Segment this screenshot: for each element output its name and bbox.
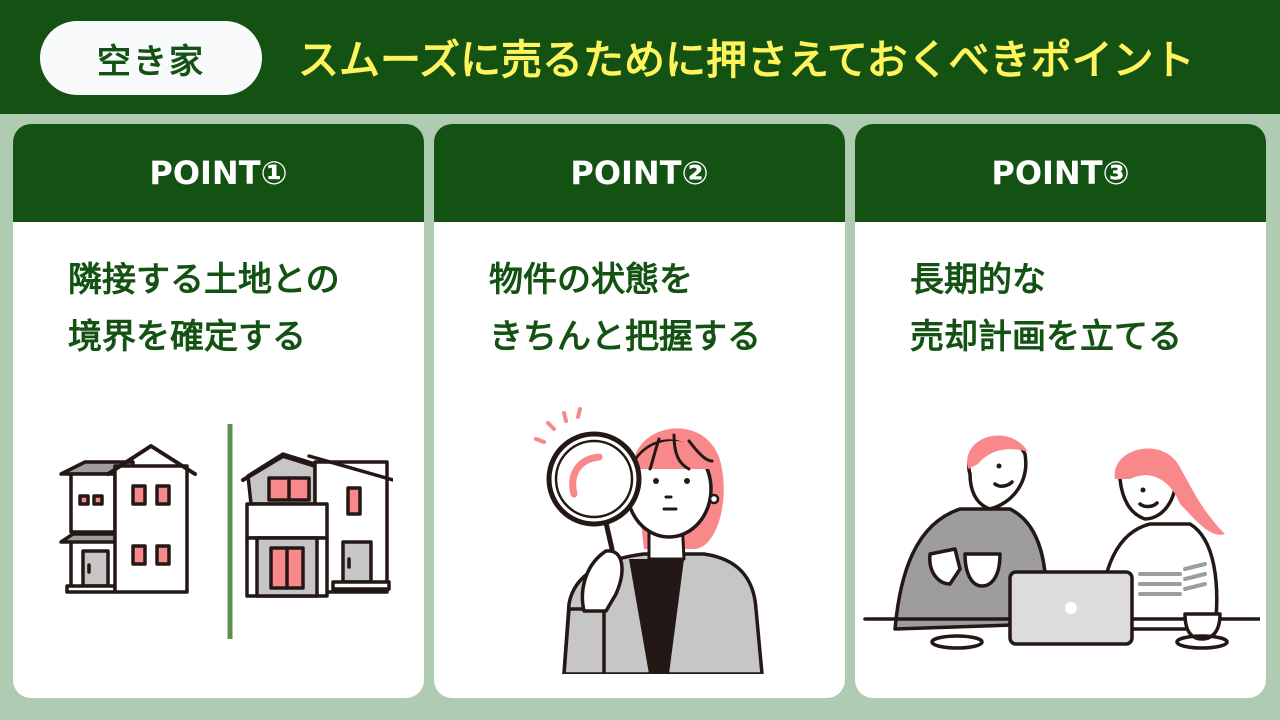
point-card-header: POINT② bbox=[434, 124, 845, 222]
title-line: きちんと把握する bbox=[489, 317, 761, 357]
point-card-3: POINT③ 長期的な 売却計画を立てる bbox=[855, 124, 1266, 698]
header-banner: 空き家 スムーズに売るために押さえておくべきポイント bbox=[0, 0, 1280, 114]
point-card-1: POINT① 隣接する土地との 境界を確定する bbox=[13, 124, 424, 698]
title-line: 長期的な bbox=[910, 260, 1046, 300]
title-line: 物件の状態を bbox=[489, 260, 693, 300]
point-card-title: 物件の状態を きちんと把握する bbox=[489, 252, 761, 366]
page-headline: スムーズに売るために押さえておくべきポイント bbox=[298, 36, 1195, 84]
two-houses-boundary-icon bbox=[59, 424, 393, 639]
title-line: 売却計画を立てる bbox=[910, 317, 1182, 357]
point-card-header: POINT③ bbox=[855, 124, 1266, 222]
point-card-title: 隣接する土地との 境界を確定する bbox=[68, 252, 340, 366]
point-card-header: POINT① bbox=[13, 124, 424, 222]
woman-magnifying-glass-icon bbox=[534, 407, 764, 674]
title-line: 境界を確定する bbox=[68, 317, 306, 357]
point-card-title: 長期的な 売却計画を立てる bbox=[910, 252, 1182, 366]
point-card-2: POINT② 物件の状態を きちんと把握する bbox=[434, 124, 845, 698]
couple-laptop-coffee-icon bbox=[863, 435, 1260, 650]
title-line: 隣接する土地との bbox=[68, 260, 340, 300]
category-tag: 空き家 bbox=[40, 21, 262, 95]
